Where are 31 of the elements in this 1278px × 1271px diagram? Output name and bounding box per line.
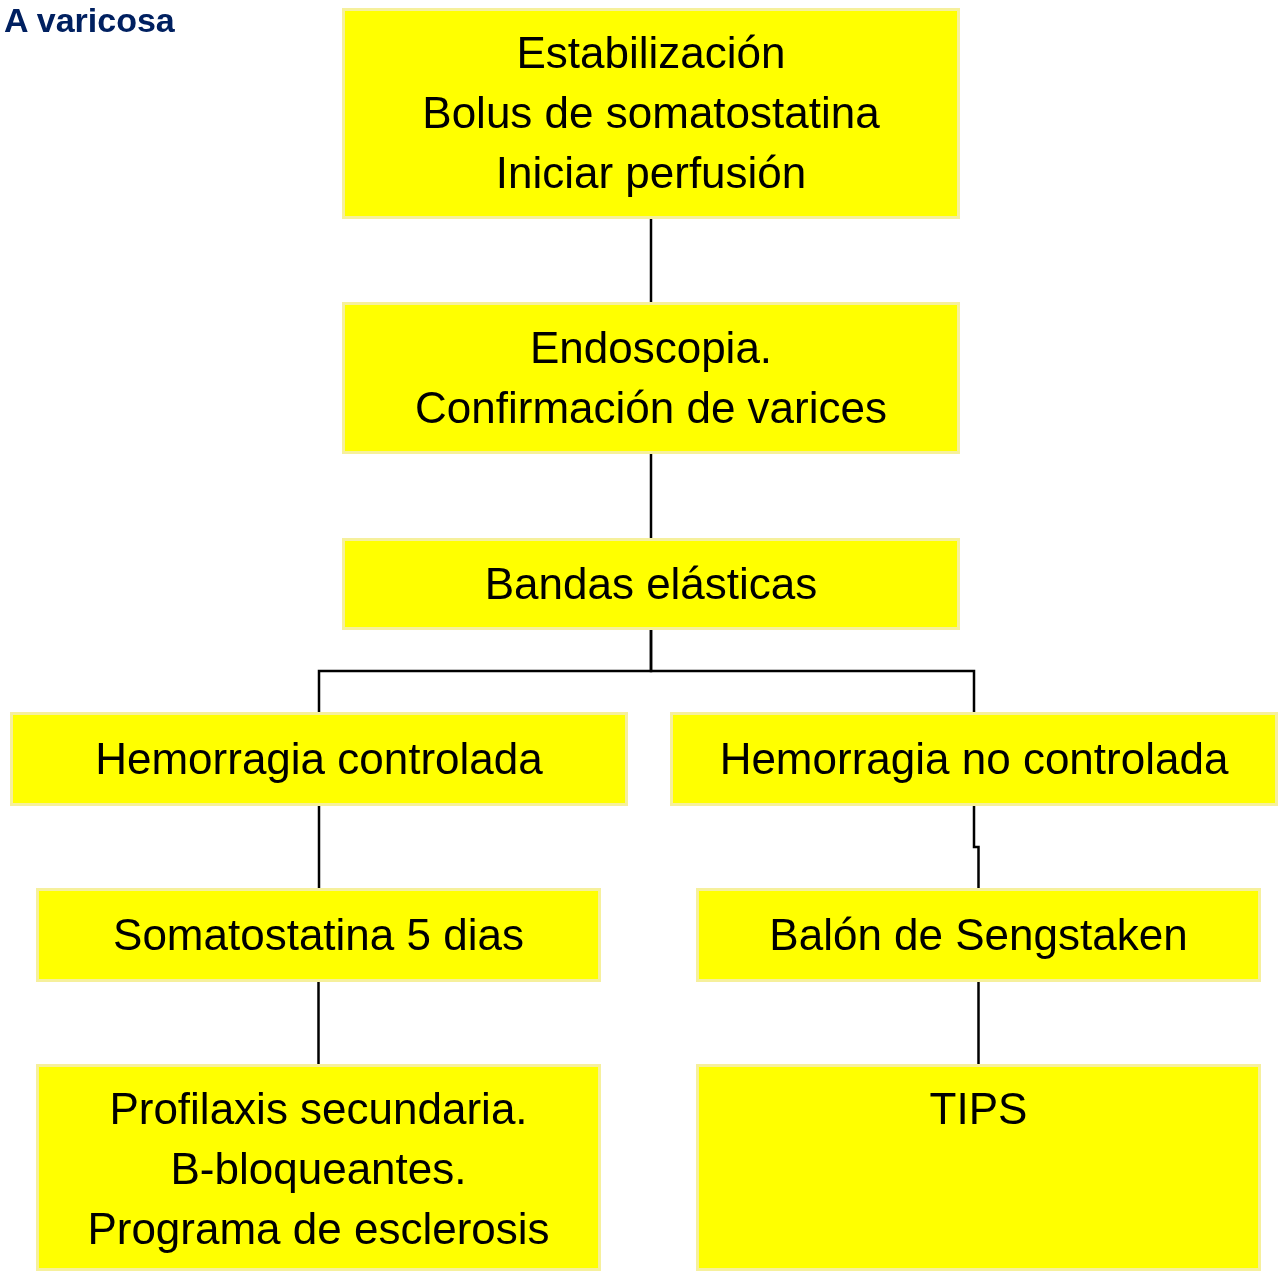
box-text: Bolus de somatostatina [422,87,880,139]
box-text: B-bloqueantes. [170,1143,467,1195]
connector-line [317,982,320,1064]
process-box [36,888,601,982]
process-box [36,1064,601,1271]
connector-line [649,219,653,302]
box-text: Estabilización [516,27,786,79]
box-text: Bandas elásticas [484,558,818,610]
box-text: Balón de Sengstaken [769,909,1188,961]
process-box [696,1064,1261,1271]
box-text: Confirmación de varices [415,382,887,434]
box-text: Iniciar perfusión [495,147,807,199]
connector-line [972,806,980,888]
box-text: Hemorragia no controlada [719,733,1229,785]
connector-line [649,630,976,712]
title: A varicosa [4,0,176,40]
box-text: Endoscopia. [529,322,773,374]
process-box [696,888,1261,982]
box-text: Somatostatina 5 dias [113,909,524,961]
process-box [10,712,628,806]
box-text: Profilaxis secundaria. [109,1083,528,1135]
process-box [342,302,960,454]
box-text: TIPS [929,1083,1028,1135]
box-text: Hemorragia controlada [95,733,543,785]
box-text: Programa de esclerosis [87,1203,550,1255]
process-box [670,712,1278,806]
connector-line [317,806,321,888]
process-box [342,538,960,630]
connector-line [977,982,980,1064]
process-box [342,8,960,219]
connector-line [649,454,653,538]
